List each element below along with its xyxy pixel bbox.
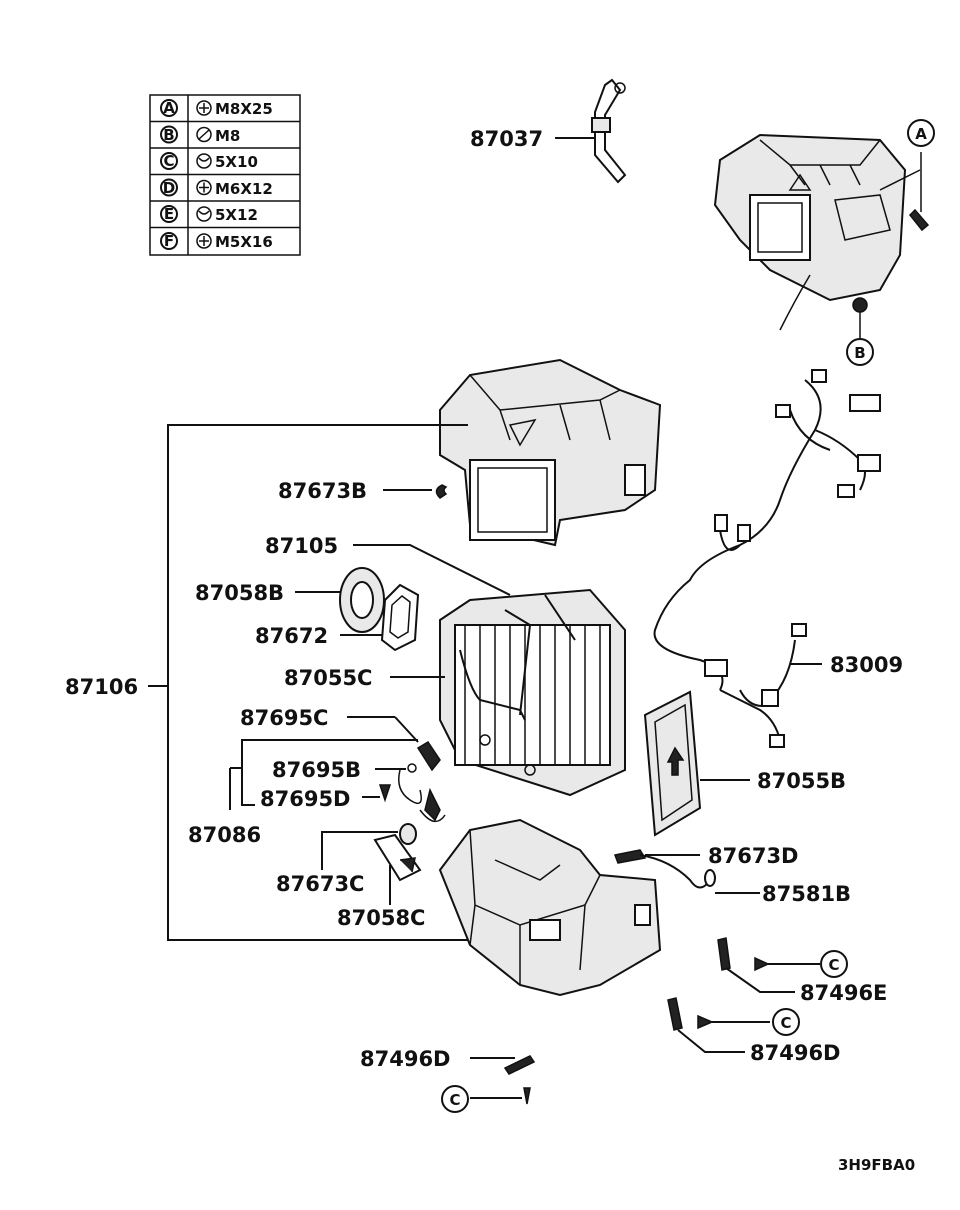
expansion-valve-parts: [378, 740, 446, 823]
svg-text:A: A: [915, 125, 927, 143]
part-label-87037: 87037: [470, 127, 543, 151]
part-label-87496d-right: 87496D: [750, 1041, 841, 1065]
part-87086-bracket: 87086: [188, 739, 418, 847]
part-label-87105: 87105: [265, 534, 338, 558]
part-87105: 87105: [265, 534, 511, 596]
part-87496e: 87496E: [717, 937, 887, 1005]
svg-text:C: C: [780, 1014, 791, 1032]
callout-c-lower: C: [441, 1085, 469, 1113]
part-87695c: 87695C: [240, 706, 419, 743]
fastener-spec: M5X16: [215, 233, 273, 251]
svg-text:B: B: [854, 344, 865, 362]
part-87673d-sensor: 87673D: [613, 844, 799, 889]
fastener-key: A: [163, 99, 175, 117]
evaporator-core: [439, 588, 626, 797]
part-87106-bracket: 87106: [65, 424, 468, 941]
part-87695b: 87695B: [272, 758, 406, 782]
fastener-spec: M6X12: [215, 180, 273, 198]
fastener-row-f: F M5X16: [160, 232, 273, 251]
fastener-key: B: [163, 126, 174, 144]
part-label-87058c: 87058C: [337, 906, 425, 930]
lower-case: [438, 818, 662, 997]
fastener-row-e: E 5X12: [160, 205, 258, 224]
part-label-87695d: 87695D: [260, 787, 351, 811]
upper-case: [439, 358, 662, 547]
part-label-87695b: 87695B: [272, 758, 361, 782]
part-label-83009: 83009: [830, 653, 903, 677]
fastener-key: F: [164, 232, 174, 250]
part-label-87673c: 87673C: [276, 872, 364, 896]
part-87581b: 87581B: [715, 882, 851, 906]
fastener-row-c: C 5X10: [160, 152, 258, 171]
fastener-spec: 5X12: [215, 206, 258, 224]
fastener-key: E: [164, 205, 174, 223]
fastener-table: A M8X25 B M8 C 5X10 D M6X12 E 5X12: [149, 94, 301, 256]
fastener-spec: M8: [215, 127, 240, 145]
figure-code: 3H9FBA0: [838, 1156, 915, 1174]
part-label-87086: 87086: [188, 823, 261, 847]
callout-c-middle: C: [772, 1008, 800, 1036]
callout-c-upper: C: [820, 950, 848, 978]
part-87695d: 87695D: [260, 787, 380, 811]
part-83009-harness: 83009: [653, 369, 903, 748]
part-label-87055b: 87055B: [757, 769, 846, 793]
part-87673c: 87673C: [276, 823, 417, 896]
part-label-87106: 87106: [65, 675, 138, 699]
fastener-row-a: A M8X25: [160, 99, 273, 118]
part-label-87496d-left: 87496D: [360, 1047, 451, 1071]
part-label-87672: 87672: [255, 624, 328, 648]
part-87037-pipe: 87037: [470, 78, 627, 184]
part-87496d-left: 87496D: [360, 1047, 536, 1105]
part-label-87055c: 87055C: [284, 666, 372, 690]
part-label-87673b: 87673B: [278, 479, 367, 503]
part-87058b-seal: 87058B: [195, 567, 385, 633]
part-87058c: 87058C: [337, 833, 425, 930]
part-87496d-right: 87496D: [667, 997, 841, 1065]
svg-text:C: C: [449, 1091, 460, 1109]
fastener-key: D: [163, 179, 175, 197]
part-87055c: 87055C: [284, 666, 445, 690]
part-label-87058b: 87058B: [195, 581, 284, 605]
fastener-spec: 5X10: [215, 153, 258, 171]
part-label-87695c: 87695C: [240, 706, 328, 730]
part-87055b-panel: 87055B: [643, 690, 846, 837]
fastener-row-b: B M8: [160, 125, 240, 145]
svg-text:C: C: [828, 956, 839, 974]
callout-b: B: [846, 338, 874, 366]
assembled-evaporator-unit: [713, 133, 930, 340]
part-87673b: 87673B: [278, 479, 448, 503]
part-87672-gasket: 87672: [255, 583, 420, 652]
part-label-87673d: 87673D: [708, 844, 799, 868]
callout-a: A: [907, 119, 935, 147]
part-label-87581b: 87581B: [762, 882, 851, 906]
fastener-key: C: [163, 152, 174, 170]
part-label-87496e: 87496E: [800, 981, 887, 1005]
fastener-row-d: D M6X12: [160, 178, 273, 198]
fastener-spec: M8X25: [215, 100, 273, 118]
